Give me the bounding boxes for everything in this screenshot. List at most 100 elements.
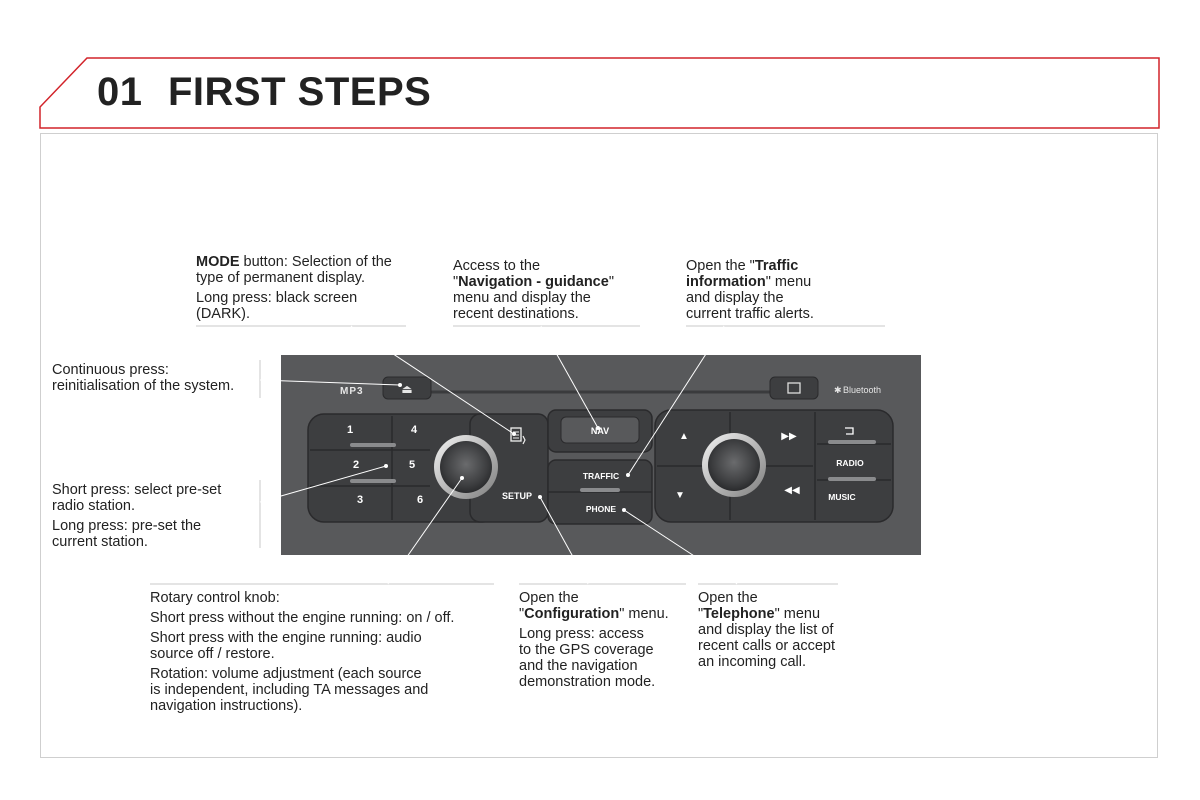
rotary-line2: Short press without the engine running: … <box>150 610 500 626</box>
preset-line3-text: Long press: pre-set the <box>52 518 202 534</box>
page-title: FIRST STEPS <box>168 70 432 114</box>
preset-button-3[interactable]: 3 <box>357 494 363 506</box>
nav-line4-text: recent destinations. <box>453 306 579 322</box>
setup-line2-text: " menu. <box>619 606 669 622</box>
traffic-button[interactable]: TRAFFIC <box>583 471 619 481</box>
callout-setup-button: Open the"Configuration" menu. Long press… <box>519 590 699 694</box>
rotary-knob[interactable] <box>440 441 492 493</box>
leader-phone <box>623 509 738 585</box>
leader-lines <box>259 325 738 585</box>
phone-line2-text: " menu <box>774 606 821 622</box>
eject-button[interactable] <box>382 376 432 400</box>
rotary-line5-text: Rotation: volume adjustment (each source <box>150 666 422 682</box>
rotary-line3: Short press with the engine running: aud… <box>150 630 500 662</box>
leader-preset <box>259 465 387 503</box>
phone-line3-text: and display the list of <box>698 622 834 638</box>
rotary-line1-text: Rotary control knob: <box>150 590 280 606</box>
nav-line3-text: menu and display the <box>453 290 591 306</box>
callout-eject-continuous: Continuous press:reinitialisation of the… <box>52 362 272 398</box>
callout-rotary-knob: Rotary control knob: Short press without… <box>150 590 500 718</box>
mode-keyword: MODE <box>196 254 240 270</box>
setup-line4-text: to the GPS coverage <box>519 642 654 658</box>
setup-button[interactable]: SETUP <box>502 491 532 501</box>
nav-button[interactable] <box>560 416 640 444</box>
preset-button-4[interactable]: 4 <box>411 424 418 436</box>
traffic-keyword-2: information <box>686 274 766 290</box>
nav-line1-text: Access to the <box>453 258 541 274</box>
right-highlight-1 <box>828 440 876 444</box>
media-icon <box>787 382 801 394</box>
traffic-line4-text: current traffic alerts. <box>686 306 814 322</box>
down-arrow-icon[interactable]: ▼ <box>675 490 685 501</box>
rotary-line1: Rotary control knob: <box>150 590 500 606</box>
music-button[interactable]: MUSIC <box>828 492 855 502</box>
callout-rules <box>150 325 885 585</box>
setup-line6-text: demonstration mode. <box>519 674 656 690</box>
mode-line3-text: Long press: black screen <box>196 290 358 306</box>
setup-quote-open: " <box>519 606 525 622</box>
phone-button[interactable]: PHONE <box>586 504 617 514</box>
dot-mode <box>512 432 516 436</box>
radio-button[interactable]: RADIO <box>836 458 864 468</box>
seek-forward-icon[interactable]: ▶▶ <box>781 431 797 442</box>
leader-nav <box>540 325 599 429</box>
dot-phone <box>622 508 626 512</box>
preset-button-6[interactable]: 6 <box>417 494 423 506</box>
header-frame <box>39 57 1160 129</box>
traffic-line1-text: Open the " <box>686 258 755 274</box>
setup-line1: Open the"Configuration" menu. <box>519 590 699 622</box>
rotary-line6-text: is independent, including TA messages an… <box>150 682 429 698</box>
mode-icon-arrow <box>522 435 526 445</box>
rotary-line3-text: Short press with the engine running: aud… <box>150 630 422 646</box>
nav-keyword: Navigation - guidance <box>458 274 609 290</box>
nav-quote-open: " <box>453 274 459 290</box>
seek-back-icon[interactable]: ◀◀ <box>784 485 800 496</box>
dot-nav <box>596 426 600 430</box>
preset-line1-text: Short press: select pre-set <box>52 482 222 498</box>
header-outline <box>39 57 1160 129</box>
dot-preset <box>384 464 388 468</box>
phone-line1-text: Open the <box>698 590 758 606</box>
preset-button-1[interactable]: 1 <box>347 424 353 436</box>
callout-mode-line3: Long press: black screen(DARK). <box>196 290 416 322</box>
mp3-label: MP3 <box>340 386 364 397</box>
mode-line4-text: (DARK). <box>196 306 250 322</box>
dot-eject <box>398 383 402 387</box>
mode-line2-text: type of permanent display. <box>196 270 365 286</box>
setup-line5-text: and the navigation <box>519 658 638 674</box>
back-icon[interactable] <box>845 427 854 435</box>
setup-keyword: Configuration <box>524 606 620 622</box>
nav-quote-close: " <box>608 274 614 290</box>
preset-line2-text: radio station. <box>52 498 136 514</box>
phone-line4-text: recent calls or accept <box>698 638 836 654</box>
media-button[interactable] <box>769 376 819 400</box>
rotary-line5: Rotation: volume adjustment (each source… <box>150 666 500 714</box>
leader-dots <box>384 383 630 512</box>
preset-button-5[interactable]: 5 <box>409 459 415 471</box>
right-knob[interactable] <box>708 439 760 491</box>
content-frame <box>40 133 1158 758</box>
preset-button-2[interactable]: 2 <box>353 459 359 471</box>
up-arrow-icon[interactable]: ▲ <box>679 431 689 442</box>
phone-keyword: Telephone <box>703 606 775 622</box>
callout-nav-button: Access to the"Navigation - guidance"menu… <box>453 258 653 326</box>
nav-label: NAV <box>591 426 609 436</box>
leader-eject <box>259 379 401 386</box>
dot-rotary <box>460 476 464 480</box>
traffic-line2-text: " menu <box>765 274 812 290</box>
eject-icon: ⏏ <box>401 382 412 396</box>
leader-setup <box>539 496 589 585</box>
dot-traffic <box>626 473 630 477</box>
leader-mode <box>350 325 515 435</box>
leader-rotary <box>387 477 463 585</box>
